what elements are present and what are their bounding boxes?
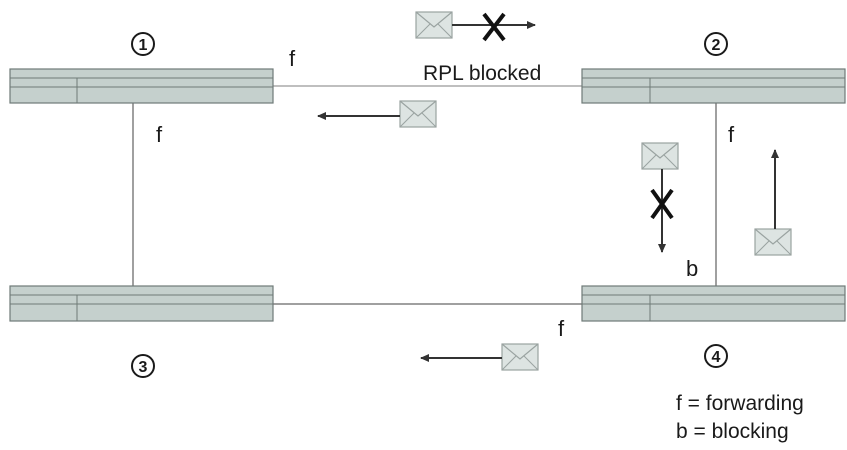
block-x-icon [482, 12, 506, 42]
switch-1 [9, 68, 274, 104]
envelope-icon [399, 100, 437, 128]
rpl-blocked-label: RPL blocked [423, 62, 541, 85]
node-badge-1: 1 [131, 32, 155, 56]
legend-forwarding: f = forwarding [676, 392, 804, 415]
message-4-to-3 [420, 343, 539, 371]
envelope-icon [754, 228, 792, 256]
block-x-icon [650, 188, 674, 220]
port-label-2-right: f [728, 122, 735, 147]
switch-2 [581, 68, 846, 104]
message-2-to-1 [317, 100, 437, 128]
switch-4 [581, 285, 846, 322]
message-4-to-2 [754, 149, 792, 256]
port-label-4-right: b [686, 256, 698, 281]
node-number-2: 2 [712, 37, 721, 54]
node-number-3: 3 [139, 359, 148, 376]
legend-blocking: b = blocking [676, 420, 789, 443]
node-badge-2: 2 [704, 32, 728, 56]
legend: f = forwarding b = blocking [676, 392, 804, 443]
envelope-icon [641, 142, 679, 170]
envelope-icon [415, 11, 453, 39]
port-label-1-top: f [289, 46, 296, 71]
node-badge-3: 3 [131, 354, 155, 378]
blocked-message-vertical [641, 142, 679, 253]
node-number-1: 1 [139, 37, 148, 54]
switch-3 [9, 285, 274, 322]
node-number-4: 4 [712, 349, 721, 366]
envelope-icon [501, 343, 539, 371]
port-label-4-left: f [558, 316, 565, 341]
node-badge-4: 4 [704, 344, 728, 368]
blocked-message-top [415, 11, 536, 42]
port-label-1-left: f [156, 122, 163, 147]
